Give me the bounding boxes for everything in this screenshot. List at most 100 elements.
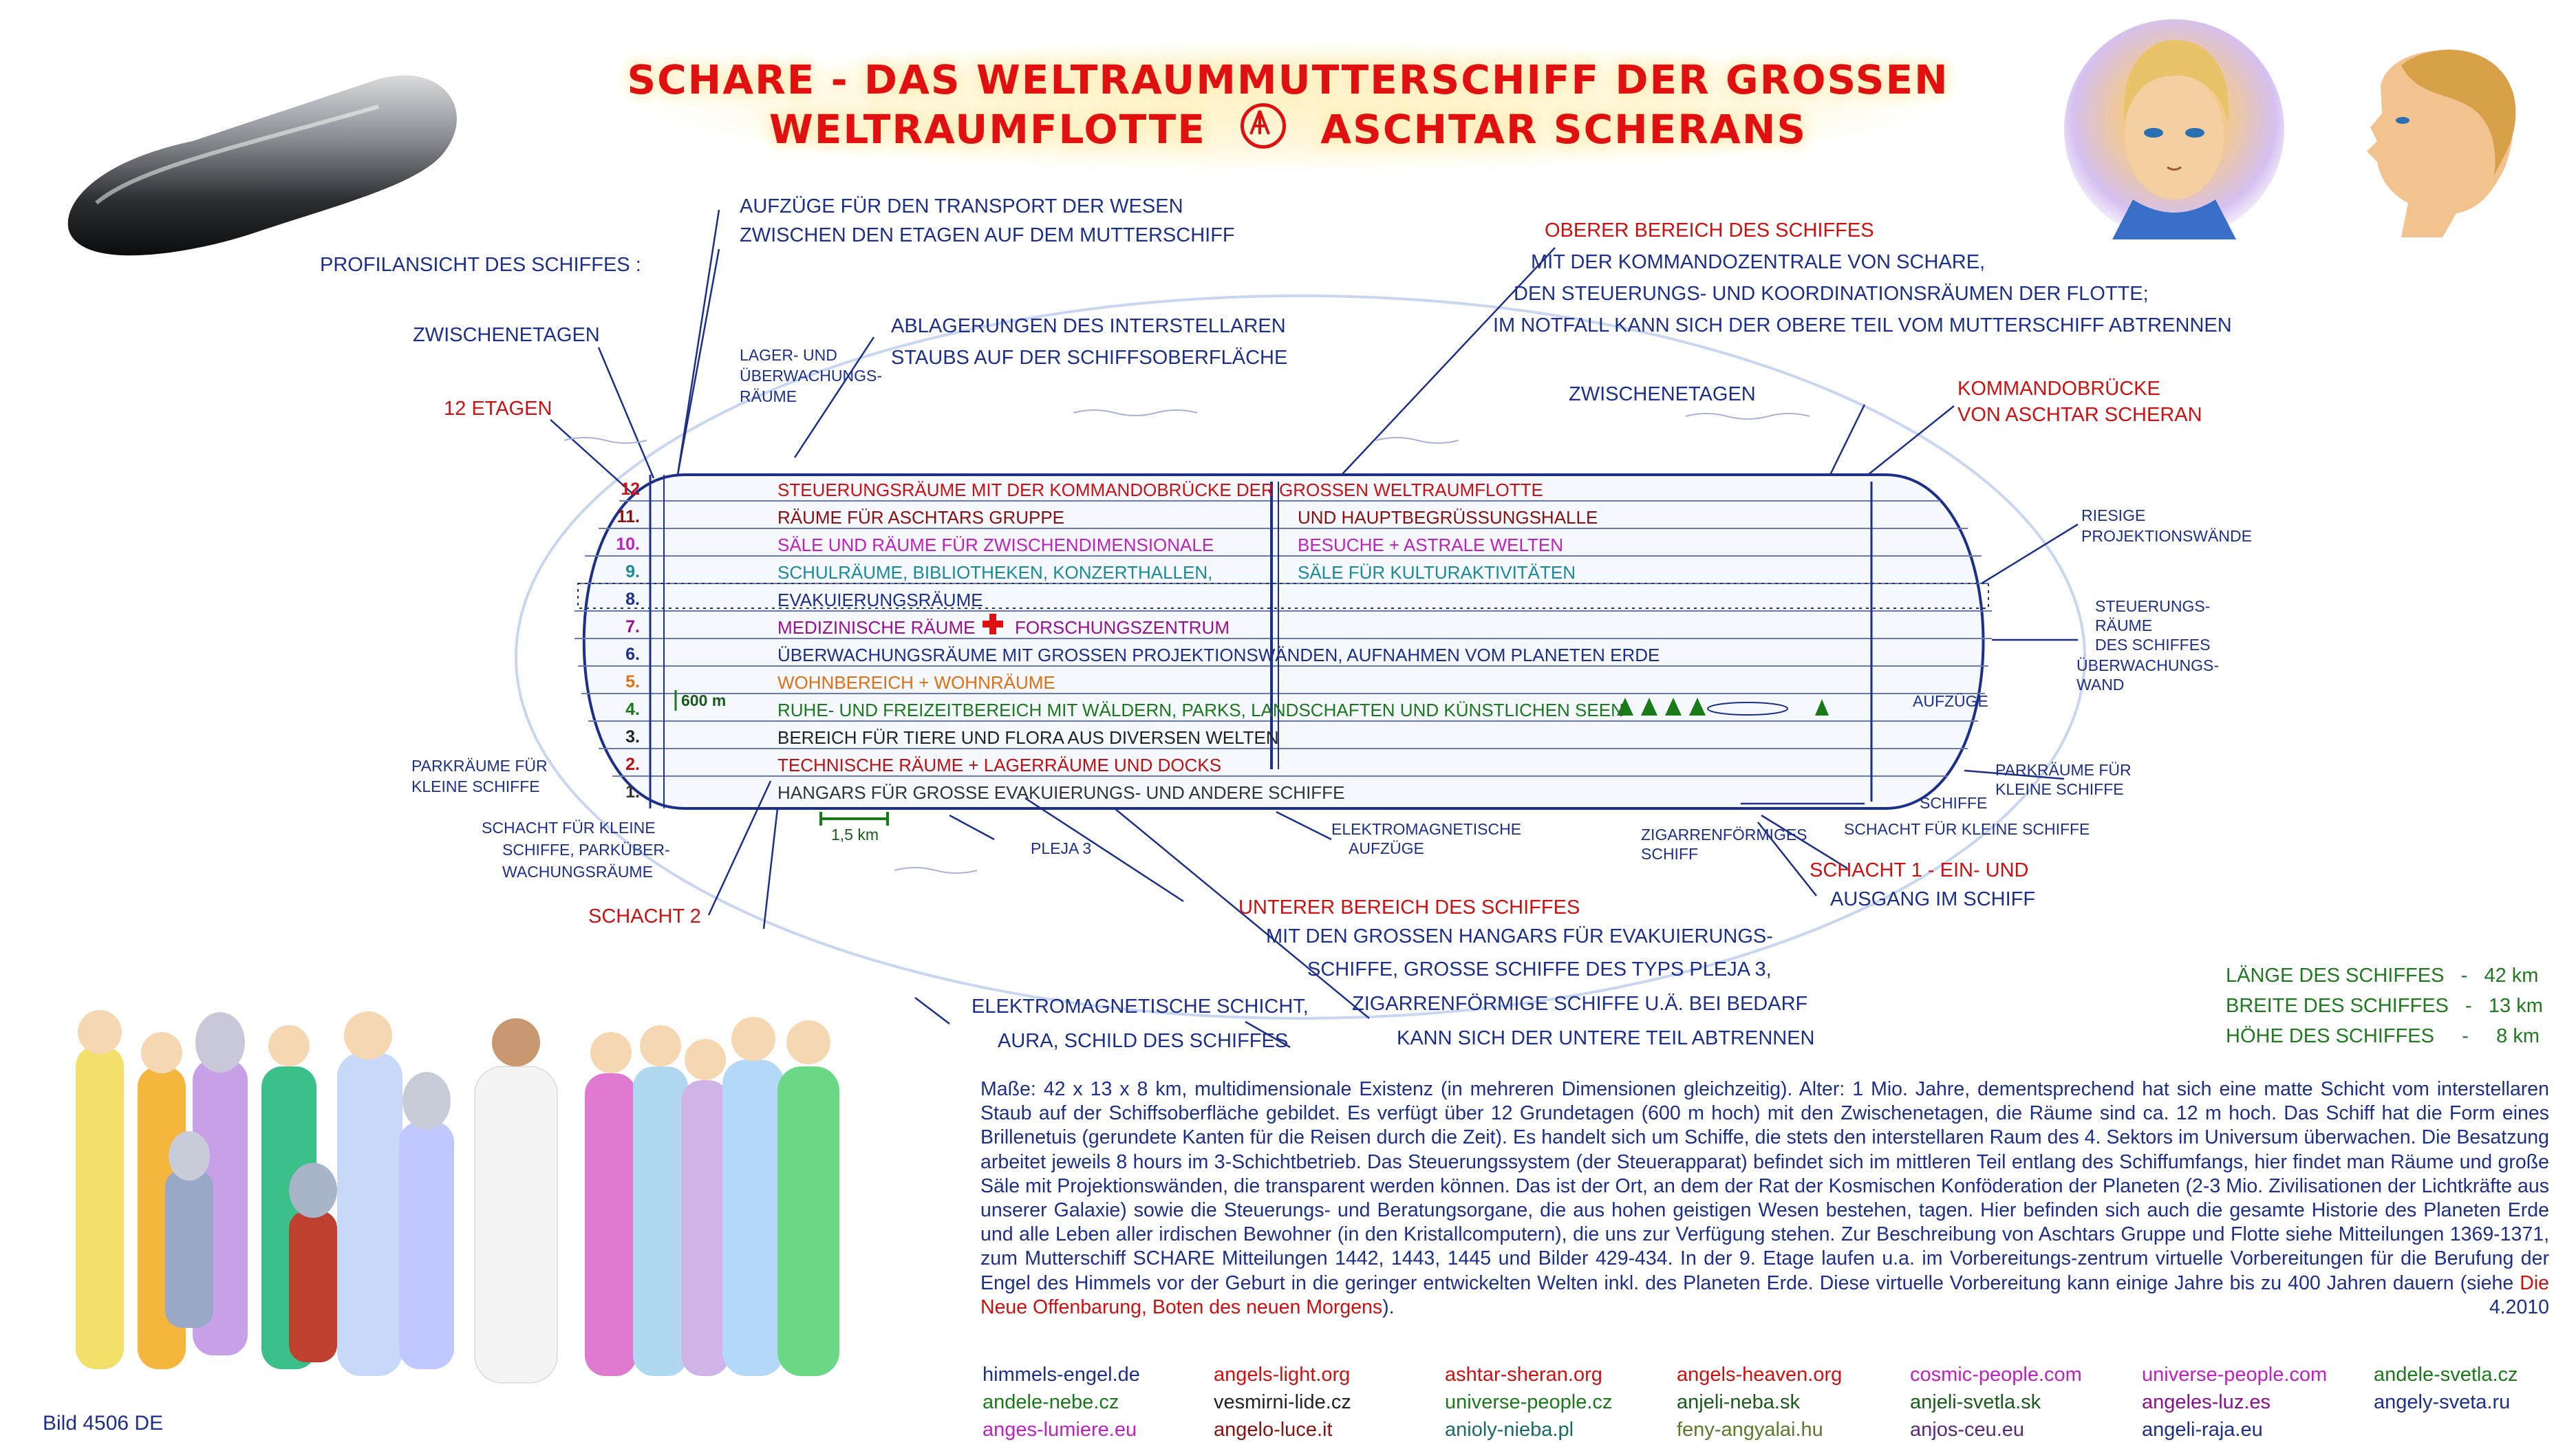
watch-wall-label-2: WAND <box>2076 676 2125 694</box>
dimension-length: LÄNGE DES SCHIFFES - 42 km <box>2226 965 2539 987</box>
description-date: 4.2010 <box>2489 1296 2549 1318</box>
cigar-ship-label-1: ZIGARRENFÖRMIGES <box>1641 826 1807 844</box>
em-lifts-label-2: AUFZÜGE <box>1349 839 1424 857</box>
floor-label: EVAKUIERUNGSRÄUME <box>777 590 983 610</box>
floor-label: WOHNBEREICH + WOHNRÄUME <box>777 672 1055 693</box>
floor-label-right: FORSCHUNGSZENTRUM <box>1015 617 1230 638</box>
floor-number: 7. <box>625 617 640 636</box>
intermediate-floors-right-label: ZWISCHENETAGEN <box>1569 383 1756 405</box>
projection-label-2: PROJEKTIONSWÄNDE <box>2081 527 2252 545</box>
description-paragraph: Maße: 42 x 13 x 8 km, multidimensionale … <box>980 1077 2549 1320</box>
elevators-label-2: ZWISCHEN DEN ETAGEN AUF DEM MUTTERSCHIFF <box>740 224 1235 246</box>
website-link[interactable]: himmels-engel.de <box>983 1364 1140 1386</box>
website-link[interactable]: universe-people.com <box>2142 1364 2328 1386</box>
website-link[interactable]: vesmirni-lide.cz <box>1214 1391 1351 1413</box>
cigar-ship-label-2: SCHIFF <box>1641 845 1699 863</box>
website-link[interactable]: universe-people.cz <box>1445 1391 1613 1413</box>
control-label-2: RÄUME <box>2095 616 2153 634</box>
website-link[interactable]: angeles-luz.es <box>2142 1391 2271 1413</box>
aura-label-2: AURA, SCHILD DES SCHIFFES <box>998 1030 1289 1052</box>
control-label-1: STEUERUNGS- <box>2095 597 2211 615</box>
pleja-label: PLEJA 3 <box>1031 839 1092 857</box>
floor-number: 2. <box>625 755 640 774</box>
floor-label-right: UND HAUPTBEGRÜSSUNGSHALLE <box>1298 507 1598 528</box>
website-link[interactable]: anjeli-svetla.sk <box>1910 1391 2041 1413</box>
floor-number: 10. <box>616 535 640 554</box>
floor-number: 6. <box>625 645 640 664</box>
website-link[interactable]: feny-angyalai.hu <box>1677 1419 1823 1441</box>
floor-label: RUHE- UND FREIZEITBEREICH MIT WÄLDERN, P… <box>777 700 1624 720</box>
website-link[interactable]: anges-lumiere.eu <box>983 1419 1137 1441</box>
floor-label-right: SÄLE FÜR KULTURAKTIVITÄTEN <box>1298 562 1576 583</box>
floor-label: SCHULRÄUME, BIBLIOTHEKEN, KONZERTHALLEN, <box>777 562 1213 583</box>
upper-area-label-2: MIT DER KOMMANDOZENTRALE VON SCHARE, <box>1531 251 1986 273</box>
parking-right-label-1: PARKRÄUME FÜR <box>1995 761 2132 779</box>
description-end: ). <box>1382 1296 1395 1318</box>
website-link[interactable]: angelo-luce.it <box>1214 1419 1333 1441</box>
watch-wall-label-1: ÜBERWACHUNGS- <box>2076 656 2220 674</box>
floor-number: 1. <box>625 782 640 802</box>
website-link[interactable]: andele-nebe.cz <box>983 1391 1119 1413</box>
mothership-photo <box>55 65 468 272</box>
floor-number: 11. <box>616 507 640 526</box>
twelve-floors-label: 12 ETAGEN <box>444 398 552 420</box>
storage-label-2: ÜBERWACHUNGS- <box>740 367 883 385</box>
shaft1-label-1: SCHACHT 1 - EIN- UND <box>1810 859 2029 881</box>
height-marker-label: 600 m <box>681 691 727 709</box>
portrait-profile <box>2339 38 2532 237</box>
dimension-height: HÖHE DES SCHIFFES - 8 km <box>2226 1025 2540 1047</box>
portrait-front <box>2064 19 2284 239</box>
shaft-small-left-label-1: SCHACHT FÜR KLEINE <box>482 819 656 837</box>
ships-label: SCHIFFE <box>1920 794 1988 812</box>
image-caption: Bild 4506 DE <box>43 1412 164 1435</box>
floor-label: STEUERUNGSRÄUME MIT DER KOMMANDOBRÜCKE D… <box>777 480 1543 500</box>
parking-left-label-2: KLEINE SCHIFFE <box>411 777 540 795</box>
floor-number: 9. <box>625 562 640 581</box>
control-label-3: DES SCHIFFES <box>2095 636 2211 654</box>
floor-label: BEREICH FÜR TIERE UND FLORA AUS DIVERSEN… <box>777 727 1279 748</box>
website-link[interactable]: angels-light.org <box>1214 1364 1351 1386</box>
parking-left-label-1: PARKRÄUME FÜR <box>411 757 548 775</box>
title-line-2-left: WELTRAUMFLOTTE <box>769 106 1206 153</box>
aura-label-1: ELEKTROMAGNETISCHE SCHICHT, <box>972 996 1309 1018</box>
lifts-label: AUFZÜGE <box>1913 692 1988 710</box>
lower-area-label-2: MIT DEN GROSSEN HANGARS FÜR EVAKUIERUNGS… <box>1266 925 1773 947</box>
floor-label: ÜBERWACHUNGSRÄUME MIT GROSSEN PROJEKTION… <box>777 645 1660 665</box>
floor-number: 12 <box>621 480 640 499</box>
description-main: Maße: 42 x 13 x 8 km, multidimensionale … <box>980 1078 2549 1294</box>
scale-label: 1,5 km <box>831 826 879 844</box>
floor-label: RÄUME FÜR ASCHTARS GRUPPE <box>777 507 1065 528</box>
elevators-label-1: AUFZÜGE FÜR DEN TRANSPORT DER WESEN <box>740 195 1183 217</box>
title-line-1: SCHARE - DAS WELTRAUMMUTTERSCHIFF DER GR… <box>627 56 1949 103</box>
website-link[interactable]: anioly-nieba.pl <box>1445 1419 1574 1441</box>
website-link[interactable]: cosmic-people.com <box>1910 1364 2082 1386</box>
shaft-small-left-label-2: SCHIFFE, PARKÜBER- <box>502 841 670 859</box>
shaft-small-left-label-3: WACHUNGSRÄUME <box>502 863 653 881</box>
website-link[interactable]: anjos-ceu.eu <box>1910 1419 2025 1441</box>
dust-label-1: ABLAGERUNGEN DES INTERSTELLAREN <box>891 315 1286 337</box>
projection-label-1: RIESIGE <box>2081 506 2146 524</box>
dimension-width: BREITE DES SCHIFFES - 13 km <box>2226 995 2543 1017</box>
shaft1-label-2: AUSGANG IM SCHIFF <box>1830 888 2036 910</box>
website-link[interactable]: andele-svetla.cz <box>2374 1364 2518 1386</box>
storage-label-3: RÄUME <box>740 387 797 405</box>
lower-area-label-1: UNTERER BEREICH DES SCHIFFES <box>1238 897 1580 919</box>
beings-illustration <box>62 1005 949 1397</box>
website-link[interactable]: angeli-raja.eu <box>2142 1419 2263 1441</box>
storage-label-1: LAGER- UND <box>740 346 837 364</box>
website-link[interactable]: angely-sveta.ru <box>2374 1391 2511 1413</box>
floor-label: HANGARS FÜR GROSSE EVAKUIERUNGS- UND AND… <box>777 782 1345 803</box>
bridge-label-2: VON ASCHTAR SCHERAN <box>1957 404 2202 426</box>
title-line-2-right: ASCHTAR SCHERANS <box>1320 106 1807 153</box>
website-link[interactable]: angels-heaven.org <box>1677 1364 1843 1386</box>
upper-area-label-3: DEN STEUERUNGS- UND KOORDINATIONSRÄUMEN … <box>1514 283 2149 305</box>
em-lifts-label-1: ELEKTROMAGNETISCHE <box>1331 820 1522 838</box>
bridge-label-1: KOMMANDOBRÜCKE <box>1957 378 2160 400</box>
title-glow <box>654 41 1926 172</box>
floor-number: 4. <box>625 700 640 719</box>
website-link[interactable]: ashtar-sheran.org <box>1445 1364 1602 1386</box>
parking-right-label-2: KLEINE SCHIFFE <box>1995 780 2124 798</box>
floor-label: SÄLE UND RÄUME FÜR ZWISCHENDIMENSIONALE <box>777 535 1214 555</box>
website-link[interactable]: anjeli-neba.sk <box>1677 1391 1800 1413</box>
